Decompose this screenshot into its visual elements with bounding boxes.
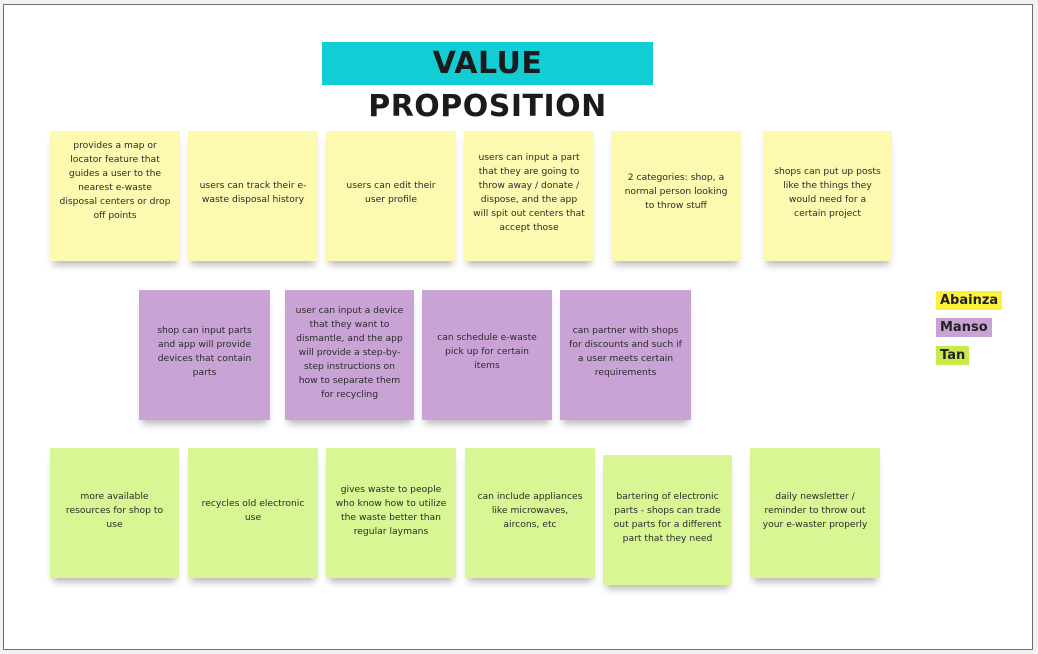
legend-label-abainza[interactable]: Abainza <box>936 291 1003 310</box>
sticky-note-purple-2[interactable]: user can input a device that they want t… <box>285 290 414 420</box>
sticky-note-purple-3[interactable]: can schedule e-waste pick up for certain… <box>422 290 552 420</box>
legend-label-tan[interactable]: Tan <box>936 346 970 365</box>
board-title[interactable]: VALUE PROPOSITION <box>322 42 653 124</box>
sticky-note-yellow-5[interactable]: 2 categories: shop, a normal person look… <box>611 131 741 261</box>
sticky-note-green-4[interactable]: can include appliances like microwaves, … <box>465 448 595 578</box>
whiteboard-canvas[interactable]: VALUE PROPOSITION provides a map or loca… <box>3 4 1033 650</box>
sticky-note-purple-1[interactable]: shop can input parts and app will provid… <box>139 290 270 420</box>
sticky-note-green-2[interactable]: recycles old electronic use <box>188 448 318 578</box>
sticky-note-green-6[interactable]: daily newsletter / reminder to throw out… <box>750 448 880 578</box>
sticky-note-purple-4[interactable]: can partner with shops for discounts and… <box>560 290 691 420</box>
sticky-note-green-1[interactable]: more available resources for shop to use <box>50 448 179 578</box>
sticky-note-green-5[interactable]: bartering of electronic parts - shops ca… <box>603 455 732 585</box>
sticky-note-yellow-6[interactable]: shops can put up posts like the things t… <box>763 131 892 261</box>
sticky-note-yellow-1[interactable]: provides a map or locator feature that g… <box>50 131 180 261</box>
sticky-note-yellow-2[interactable]: users can track their e-waste disposal h… <box>188 131 318 261</box>
sticky-note-yellow-3[interactable]: users can edit their user profile <box>326 131 456 261</box>
legend-label-manso[interactable]: Manso <box>936 318 992 337</box>
sticky-note-green-3[interactable]: gives waste to people who know how to ut… <box>326 448 456 578</box>
sticky-note-yellow-4[interactable]: users can input a part that they are goi… <box>464 131 594 261</box>
